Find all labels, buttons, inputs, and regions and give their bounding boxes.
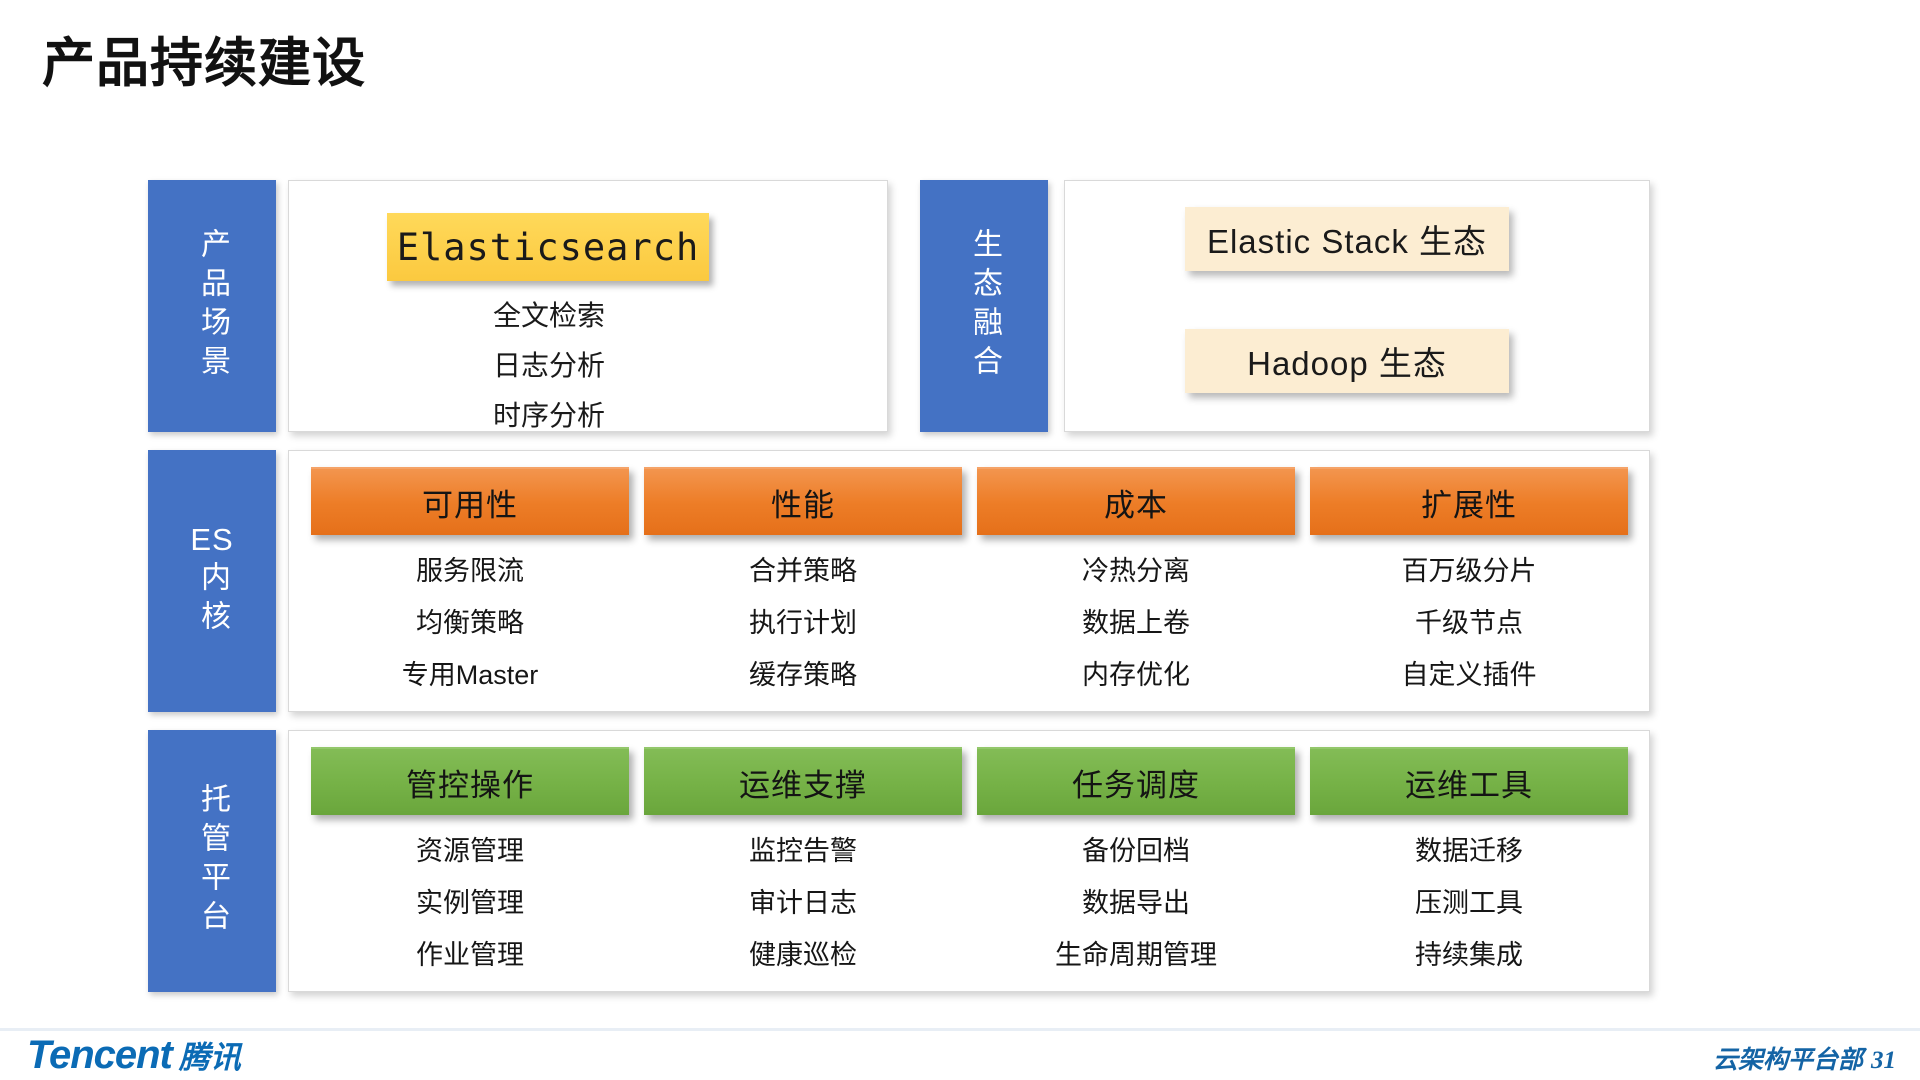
card-header-availability[interactable]: 可用性	[311, 467, 629, 535]
card-items-performance: 合并策略 执行计划 缓存策略	[644, 545, 962, 701]
product-scenario-list: 全文检索 日志分析 时序分析	[429, 291, 669, 441]
row-label-es-kernel-latin: ES	[190, 521, 234, 557]
card-items-task-scheduling: 备份回档 数据导出 生命周期管理	[977, 825, 1295, 981]
card-header-ops-tools[interactable]: 运维工具	[1310, 747, 1628, 815]
list-item: 审计日志	[749, 888, 857, 918]
card-header-ops-tools-label: 运维工具	[1405, 767, 1533, 803]
list-item: 压测工具	[1415, 888, 1523, 918]
panel-product-scenario: Elasticsearch 全文检索 日志分析 时序分析	[288, 180, 888, 432]
list-item: 备份回档	[1082, 836, 1190, 866]
card-items-scalability: 百万级分片 千级节点 自定义插件	[1310, 545, 1628, 701]
row-label-managed-platform: 托管平台	[148, 730, 276, 992]
footer-department: 云架构平台部	[1712, 1046, 1863, 1074]
list-item: 均衡策略	[416, 608, 524, 638]
elastic-stack-eco-box[interactable]: Elastic Stack 生态	[1185, 207, 1509, 271]
panel-es-kernel: 可用性 服务限流 均衡策略 专用Master 性能 合并策略 执行计划 缓存策略…	[288, 450, 1650, 712]
card-header-cost[interactable]: 成本	[977, 467, 1295, 535]
footer-divider	[0, 1028, 1920, 1031]
card-header-ops-support[interactable]: 运维支撑	[644, 747, 962, 815]
list-item: 自定义插件	[1401, 660, 1537, 690]
list-item: 实例管理	[416, 888, 524, 918]
elastic-stack-eco-label: Elastic Stack 生态	[1206, 223, 1488, 260]
list-item: 时序分析	[492, 400, 605, 431]
row-label-product-scenario-text: 产品场景	[196, 228, 229, 384]
list-item: 专用Master	[401, 660, 539, 690]
tencent-logo-latin: Tencent	[27, 1033, 173, 1077]
page-title: 产品持续建设	[42, 34, 366, 93]
list-item: 缓存策略	[749, 660, 857, 690]
row-label-product-scenario: 产品场景	[148, 180, 276, 432]
card-items-ops-support: 监控告警 审计日志 健康巡检	[644, 825, 962, 981]
tencent-logo-cn: 腾讯	[178, 1040, 241, 1075]
panel-managed-platform: 管控操作 资源管理 实例管理 作业管理 运维支撑 监控告警 审计日志 健康巡检 …	[288, 730, 1650, 992]
card-items-management-operations: 资源管理 实例管理 作业管理	[311, 825, 629, 981]
card-header-ops-support-label: 运维支撑	[739, 767, 867, 803]
list-item: 数据上卷	[1082, 608, 1190, 638]
card-header-scalability-label: 扩展性	[1421, 487, 1517, 523]
list-item: 健康巡检	[749, 940, 857, 970]
list-item: 合并策略	[749, 556, 857, 586]
list-item: 数据导出	[1082, 888, 1190, 918]
list-item: 生命周期管理	[1055, 940, 1217, 970]
list-item: 数据迁移	[1415, 836, 1523, 866]
hadoop-eco-label: Hadoop 生态	[1247, 345, 1447, 382]
elasticsearch-label: Elasticsearch	[396, 225, 700, 269]
hadoop-eco-box[interactable]: Hadoop 生态	[1185, 329, 1509, 393]
card-header-management-operations-label: 管控操作	[406, 767, 534, 803]
list-item: 服务限流	[416, 556, 524, 586]
card-items-ops-tools: 数据迁移 压测工具 持续集成	[1310, 825, 1628, 981]
list-item: 内存优化	[1082, 660, 1190, 690]
card-header-performance-label: 性能	[771, 487, 835, 523]
list-item: 百万级分片	[1401, 556, 1537, 586]
list-item: 日志分析	[492, 350, 605, 381]
list-item: 作业管理	[416, 940, 524, 970]
list-item: 监控告警	[749, 836, 857, 866]
card-header-management-operations[interactable]: 管控操作	[311, 747, 629, 815]
card-items-cost: 冷热分离 数据上卷 内存优化	[977, 545, 1295, 701]
card-items-availability: 服务限流 均衡策略 专用Master	[311, 545, 629, 701]
card-header-task-scheduling[interactable]: 任务调度	[977, 747, 1295, 815]
footer-page-number: 31	[1871, 1047, 1896, 1074]
card-header-availability-label: 可用性	[422, 487, 518, 523]
row-label-managed-platform-text: 托管平台	[196, 783, 229, 939]
card-header-performance[interactable]: 性能	[644, 467, 962, 535]
footer-department-and-page: 云架构平台部 31	[1713, 1040, 1896, 1076]
list-item: 冷热分离	[1082, 556, 1190, 586]
card-header-cost-label: 成本	[1104, 487, 1168, 523]
list-item: 全文检索	[492, 300, 605, 331]
elasticsearch-box[interactable]: Elasticsearch	[387, 213, 709, 281]
card-header-task-scheduling-label: 任务调度	[1072, 767, 1200, 803]
row-label-es-kernel: ES 内核	[148, 450, 276, 712]
card-header-scalability[interactable]: 扩展性	[1310, 467, 1628, 535]
list-item: 资源管理	[416, 836, 524, 866]
row-label-ecosystem-fusion: 生态融合	[920, 180, 1048, 432]
panel-ecosystem-fusion: Elastic Stack 生态 Hadoop 生态	[1064, 180, 1650, 432]
row-label-es-kernel-cn: 内核	[196, 560, 229, 639]
list-item: 持续集成	[1415, 940, 1523, 970]
row-label-ecosystem-fusion-text: 生态融合	[968, 228, 1001, 384]
list-item: 千级节点	[1415, 608, 1523, 638]
list-item: 执行计划	[749, 608, 857, 638]
